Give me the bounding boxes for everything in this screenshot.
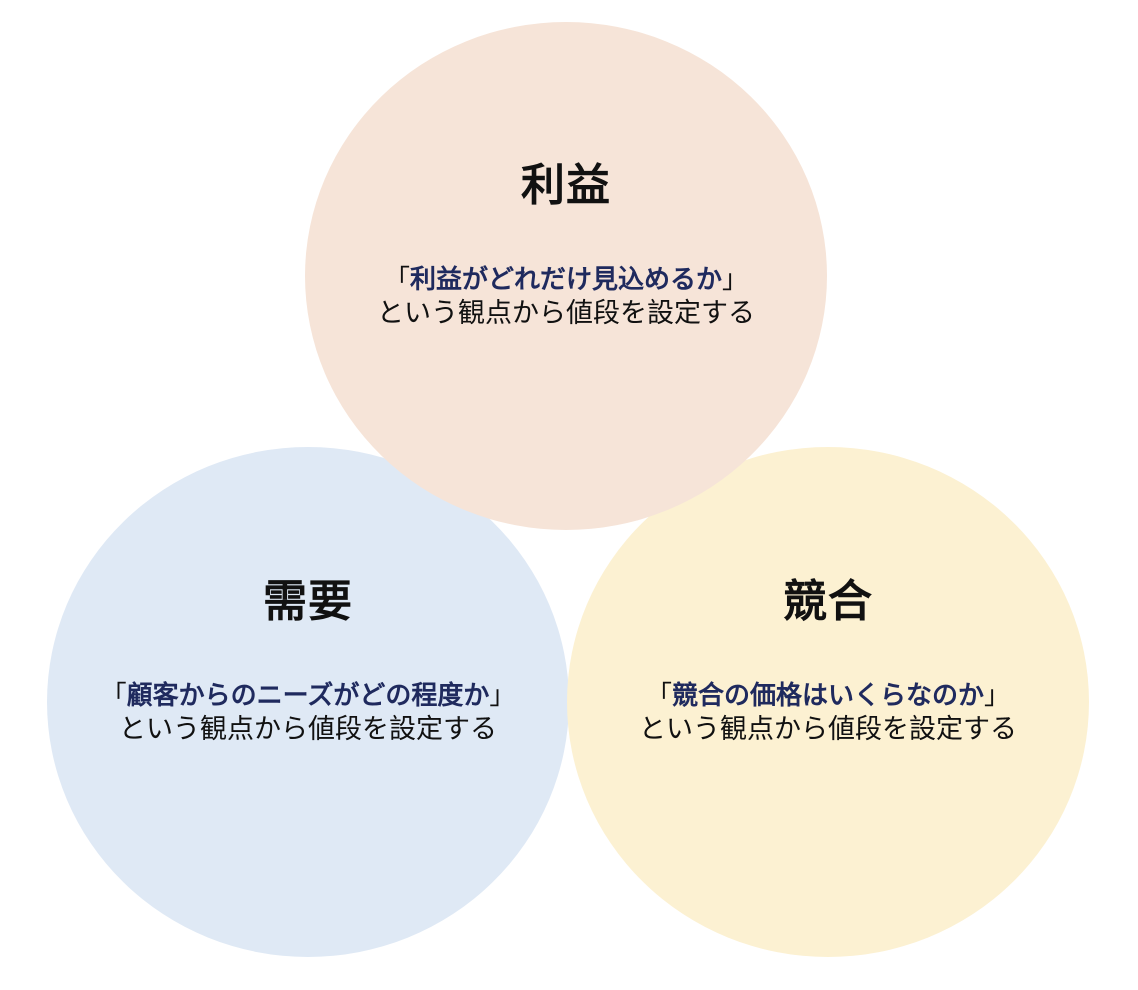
profit-close-bracket: 」 bbox=[722, 265, 749, 295]
profit-highlight-line: 「利益がどれだけ見込めるか」 bbox=[383, 265, 749, 296]
demand-description: という観点から値段を設定する bbox=[119, 713, 497, 745]
profit-circle: 利益 「利益がどれだけ見込めるか」 という観点から値段を設定する bbox=[305, 22, 827, 530]
competition-open-bracket: 「 bbox=[645, 681, 672, 711]
profit-open-bracket: 「 bbox=[383, 265, 410, 295]
demand-circle: 需要 「顧客からのニーズがどの程度か」 という観点から値段を設定する bbox=[47, 447, 569, 957]
profit-title: 利益 bbox=[521, 160, 611, 211]
competition-close-bracket: 」 bbox=[984, 681, 1011, 711]
competition-highlight: 競合の価格はいくらなのか bbox=[671, 681, 984, 711]
profit-description: という観点から値段を設定する bbox=[377, 297, 755, 329]
demand-title: 需要 bbox=[263, 576, 353, 627]
competition-description: という観点から値段を設定する bbox=[639, 713, 1017, 745]
demand-highlight: 顧客からのニーズがどの程度か bbox=[126, 681, 490, 711]
competition-highlight-line: 「競合の価格はいくらなのか」 bbox=[645, 681, 1011, 712]
competition-title: 競合 bbox=[783, 576, 873, 627]
profit-highlight: 利益がどれだけ見込めるか bbox=[409, 265, 722, 295]
demand-open-bracket: 「 bbox=[100, 681, 127, 711]
demand-highlight-line: 「顧客からのニーズがどの程度か」 bbox=[100, 681, 516, 712]
competition-circle: 競合 「競合の価格はいくらなのか」 という観点から値段を設定する bbox=[567, 447, 1089, 957]
demand-close-bracket: 」 bbox=[489, 681, 516, 711]
